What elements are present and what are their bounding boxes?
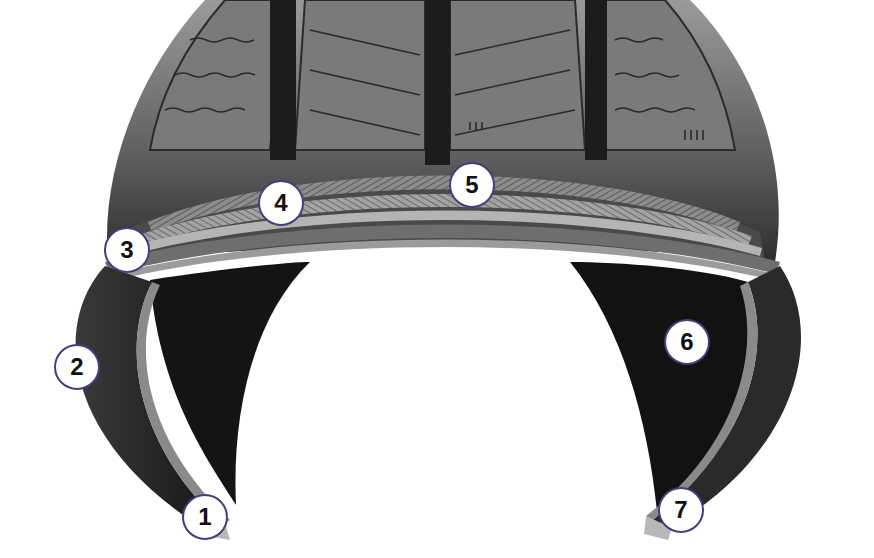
callout-circle: 3: [104, 227, 150, 273]
callout-number: 3: [120, 238, 133, 262]
callout-number: 7: [674, 498, 687, 522]
sipes: [165, 30, 703, 140]
callout-number: 6: [680, 330, 693, 354]
right-ply-edge: [646, 282, 757, 522]
callout-number: 2: [70, 355, 83, 379]
callout-circle: 7: [658, 487, 704, 533]
callout-circle: 6: [664, 319, 710, 365]
callout-number: 5: [465, 173, 478, 197]
tread: [107, 0, 779, 262]
tread-grooves: [270, 0, 607, 165]
left-ply-edge: [137, 282, 230, 524]
callout-circle: 2: [54, 344, 100, 390]
callout-circle: 1: [182, 494, 228, 540]
carcass: [105, 225, 780, 275]
callout-number: 1: [198, 505, 211, 529]
callout-circle: 4: [258, 180, 304, 226]
callout-circle: 5: [449, 162, 495, 208]
callout-number: 4: [274, 191, 287, 215]
